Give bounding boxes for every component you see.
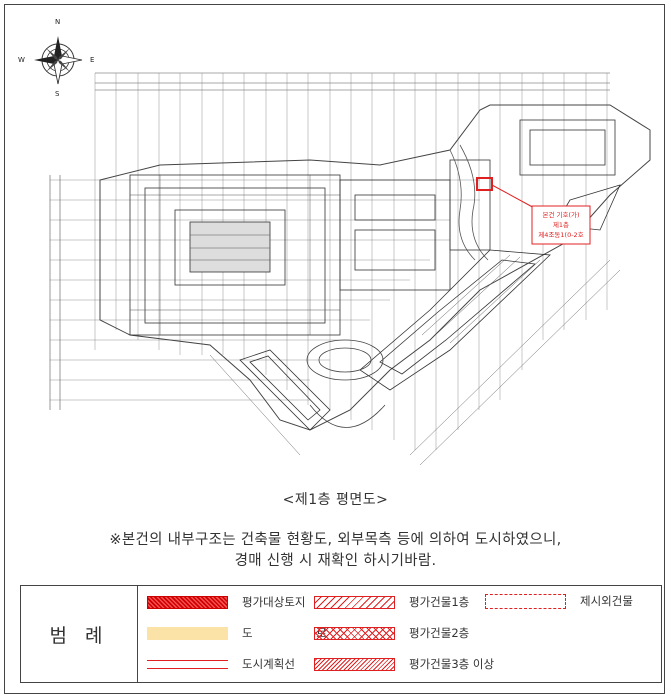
legend-item-target-land: 평가대상토지 bbox=[147, 594, 305, 610]
legend-item-road: 도 로 bbox=[147, 625, 357, 641]
central-plaza bbox=[306, 339, 386, 428]
target-callout-box bbox=[531, 205, 591, 245]
floor-plan: N S W E bbox=[10, 10, 661, 480]
unlisted-building-swatch bbox=[485, 593, 566, 609]
legend-box: 범 례 평가대상토지 도 로 도시계획선 평가건물1층 평가건물2층 평가건물3… bbox=[20, 585, 662, 683]
legend-header: 범 례 bbox=[21, 586, 138, 682]
floor-plan-drawing: N S W E bbox=[18, 18, 651, 466]
building-west-wing bbox=[129, 174, 341, 336]
callout-leader-line bbox=[491, 184, 539, 211]
legend-item-building-floor2: 평가건물2층 bbox=[314, 625, 469, 641]
grid-vertical bbox=[94, 73, 608, 450]
compass-w-label: W bbox=[18, 56, 25, 64]
target-unit-marker bbox=[476, 177, 493, 191]
building-southwest-wing bbox=[239, 349, 331, 431]
callout-line-1: 본건 기호(가) bbox=[542, 210, 579, 219]
legend-label: 평가건물1층 bbox=[409, 595, 470, 609]
note-line-2: 경매 신행 시 재확인 하시기바람. bbox=[234, 553, 437, 569]
compass-s-label: S bbox=[55, 90, 60, 98]
legend-label: 도 로 bbox=[242, 626, 357, 640]
callout-line-3: 제4조동1(0-2호 bbox=[538, 231, 583, 239]
plan-title: <제1층 평면도> bbox=[282, 492, 389, 508]
city-plan-line-swatch bbox=[147, 659, 228, 669]
legend-label: 평가대상토지 bbox=[242, 595, 306, 609]
compass-e-label: E bbox=[90, 56, 94, 64]
legend-item-unlisted-building: 제시외건물 bbox=[485, 593, 633, 609]
legend-item-building-floor1: 평가건물1층 bbox=[314, 594, 469, 610]
building-floor2-swatch bbox=[314, 626, 395, 640]
room-partitions-west bbox=[130, 175, 340, 335]
legend-item-city-plan-line: 도시계획선 bbox=[147, 656, 295, 672]
legend-label: 도시계획선 bbox=[242, 657, 295, 671]
building-floor3-swatch bbox=[314, 657, 395, 671]
legend-item-building-floor3-plus: 평가건물3층 이상 bbox=[314, 656, 494, 672]
target-land-swatch bbox=[147, 595, 228, 609]
callout-line-2: 제1층 bbox=[553, 220, 569, 229]
road-swatch bbox=[147, 626, 228, 640]
legend-label: 평가건물3층 이상 bbox=[409, 657, 495, 671]
compass-rose-icon bbox=[34, 36, 83, 85]
note-line-1: ※본건의 내부구조는 건축물 현황도, 외부목측 등에 의하여 도시하였으니, bbox=[109, 532, 562, 548]
dimension-lines-top bbox=[95, 72, 610, 91]
legend-label: 제시외건물 bbox=[580, 594, 633, 608]
building-center-block bbox=[339, 159, 491, 291]
building-floor1-swatch bbox=[314, 595, 395, 609]
legend-label: 평가건물2층 bbox=[409, 626, 470, 640]
site-outline bbox=[99, 104, 651, 431]
building-northeast-block bbox=[519, 119, 616, 176]
dimension-lines-diagonal bbox=[209, 259, 621, 466]
access-road bbox=[449, 144, 489, 261]
document-frame bbox=[4, 4, 665, 694]
compass-n-label: N bbox=[55, 18, 60, 26]
room-partitions-southeast bbox=[421, 254, 541, 344]
